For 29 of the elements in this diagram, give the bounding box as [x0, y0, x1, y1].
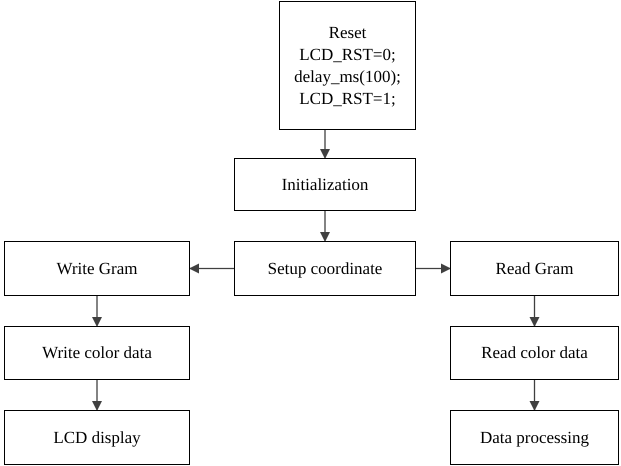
arrow: [530, 296, 540, 327]
box-label: Setup coordinate: [268, 258, 382, 280]
process-box: [4, 241, 190, 296]
box-label: Write Gram: [56, 258, 138, 280]
box-label: Data processing: [480, 426, 590, 448]
process-box: [4, 410, 190, 465]
process-box: [279, 1, 416, 130]
box-label: Reset: [328, 22, 366, 44]
code-line: delay_ms(100);: [294, 66, 401, 88]
arrow: [189, 264, 234, 274]
box-label: LCD display: [53, 426, 141, 448]
arrow: [320, 130, 330, 159]
process-box: [4, 326, 190, 380]
process-box: [450, 241, 619, 296]
process-box: [234, 241, 416, 296]
code-line: LCD_RST=1;: [299, 88, 396, 110]
arrow: [530, 380, 540, 411]
box-label: Read color data: [481, 342, 588, 364]
arrow: [92, 296, 102, 327]
code-line: LCD_RST=0;: [299, 44, 396, 66]
arrow: [320, 211, 330, 242]
box-label: Initialization: [282, 174, 368, 196]
box-label: Read Gram: [496, 258, 574, 280]
arrow: [416, 264, 451, 274]
arrow: [92, 380, 102, 411]
process-box: [450, 410, 619, 465]
box-label: Write color data: [42, 342, 152, 364]
process-box: [450, 326, 619, 380]
process-box: [234, 158, 416, 211]
